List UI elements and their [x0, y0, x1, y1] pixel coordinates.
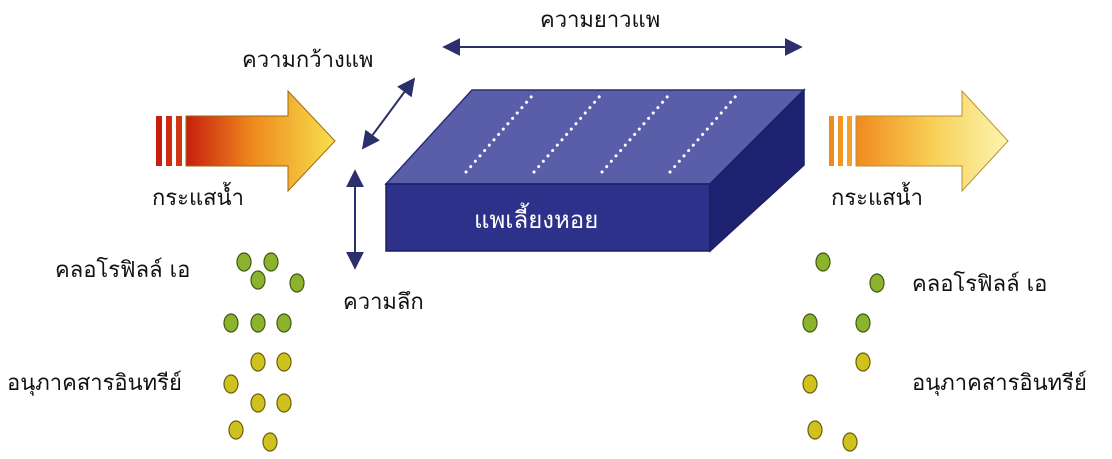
chlorophyll-particle: [289, 273, 305, 293]
raft-width-label: ความกว้างแพ: [242, 48, 374, 73]
chlorophyll-particle: [855, 313, 871, 333]
chlorophyll-particle: [815, 252, 831, 272]
organic-particle: [223, 374, 239, 394]
chlorophyll-particle: [250, 313, 266, 333]
outflow-chlorophyll-label: คลอโรฟิลล์ เอ: [912, 272, 1048, 297]
outflow-organic-label: อนุภาคสารอินทรีย์: [912, 371, 1087, 396]
raft-length-label: ความยาวแพ: [540, 8, 661, 33]
inflow-chlorophyll-label: คลอโรฟิลล์ เอ: [55, 258, 191, 283]
outflow-current-label: กระแสน้ำ: [831, 186, 923, 211]
chlorophyll-particle: [802, 313, 818, 333]
organic-particle: [802, 374, 818, 394]
raft-width-arrow: [361, 77, 416, 150]
inflow-current-arrow: [156, 89, 336, 193]
raft-label: แพเลี้ยงหอย: [474, 206, 599, 234]
inflow-organic-particles: [223, 352, 292, 452]
raft-rope-lines: [464, 94, 738, 174]
chlorophyll-particle: [276, 313, 292, 333]
organic-particle: [276, 393, 292, 413]
organic-particle: [250, 352, 266, 372]
organic-particle: [250, 393, 266, 413]
inflow-organic-label: อนุภาคสารอินทรีย์: [7, 371, 182, 396]
chlorophyll-particle: [250, 270, 266, 290]
inflow-chlorophyll-particles: [223, 252, 305, 333]
organic-particle: [276, 352, 292, 372]
outflow-current-arrow: [829, 89, 1009, 193]
inflow-current-label: กระแสน้ำ: [152, 186, 244, 211]
raft-depth-label: ความลึก: [343, 290, 424, 315]
organic-particle: [855, 352, 871, 372]
chlorophyll-particle: [223, 313, 239, 333]
outflow-organic-particles: [802, 352, 871, 452]
organic-particle: [807, 420, 823, 440]
organic-particle: [262, 432, 278, 452]
outflow-chlorophyll-particles: [802, 252, 885, 333]
organic-particle: [842, 432, 858, 452]
chlorophyll-particle: [236, 252, 252, 272]
organic-particle: [228, 420, 244, 440]
chlorophyll-particle: [869, 273, 885, 293]
chlorophyll-particle: [263, 252, 279, 272]
raft-block: [384, 88, 806, 253]
